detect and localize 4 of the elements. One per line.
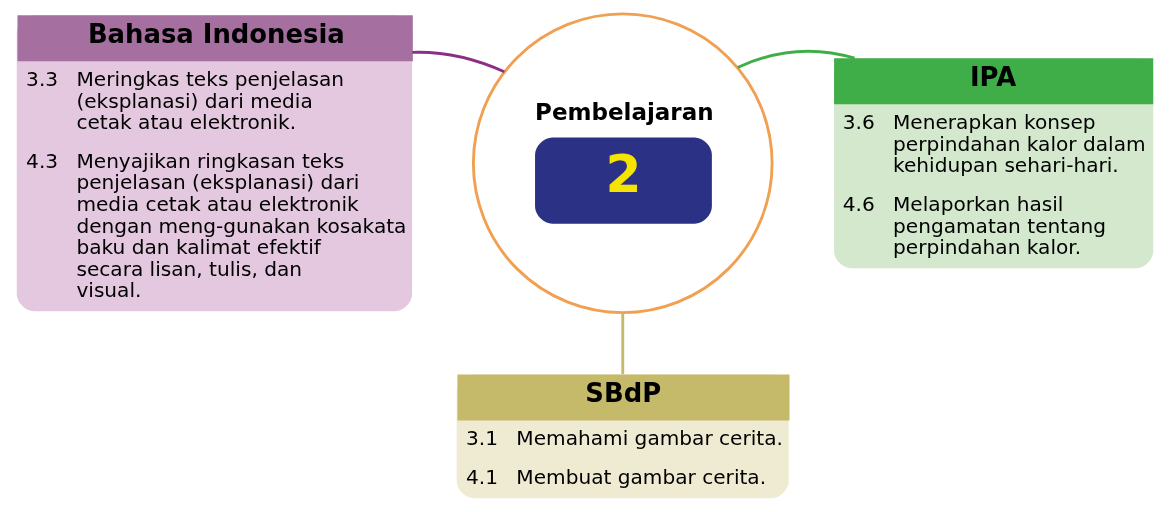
connector [411, 50, 505, 74]
node-circle: Pembelajaran 2 [471, 12, 774, 315]
connector [736, 49, 855, 69]
connector [620, 312, 624, 375]
